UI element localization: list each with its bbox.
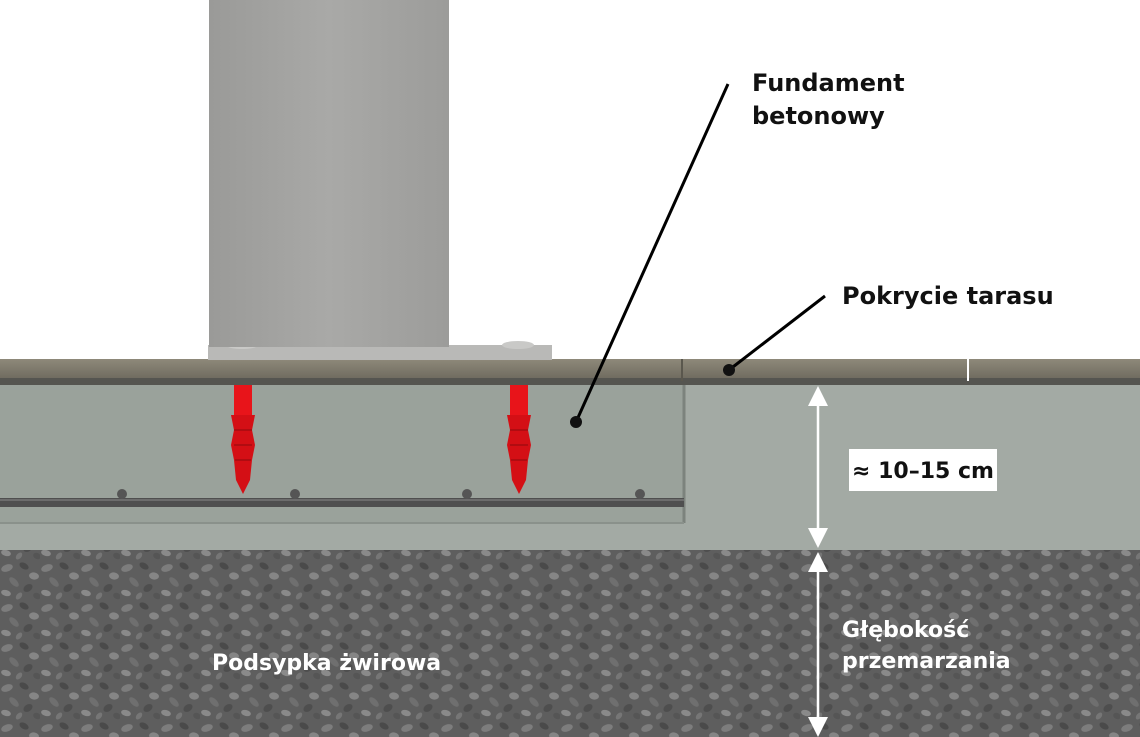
rebar-node	[462, 489, 472, 499]
rebar-node	[635, 489, 645, 499]
gravel-layer	[0, 548, 1140, 737]
terrace-surface	[0, 359, 1140, 381]
terrace-cover-leader-dot	[723, 364, 735, 376]
terrace-cover-leader-line	[728, 294, 826, 372]
dimension-label: ≈ 10–15 cm	[852, 459, 994, 484]
dimension-label-box	[849, 449, 997, 491]
foundation-leader-dot	[570, 416, 582, 428]
post	[209, 0, 449, 347]
frost-depth-label: Głębokość	[842, 618, 969, 643]
post-base-plate	[208, 345, 552, 360]
foundation-label: Fundament	[752, 69, 905, 97]
anchor-right	[507, 385, 531, 494]
foundation-label: betonowy	[752, 102, 885, 130]
rebar-node	[117, 489, 127, 499]
dimension-arrow-frost	[808, 552, 828, 737]
foundation-leader-line	[574, 83, 730, 423]
dimension-arrow-concrete	[808, 386, 828, 548]
rebar-node	[290, 489, 300, 499]
bolt-head	[502, 341, 534, 349]
gravel-label: Podsypka żwirowa	[212, 651, 441, 676]
frost-depth-label: przemarzania	[842, 649, 1011, 674]
anchor-left	[231, 385, 255, 494]
surface-underlayer	[0, 378, 1140, 385]
terrace-cover-label: Pokrycie tarasu	[842, 282, 1054, 310]
reinforcement-bar	[0, 498, 684, 507]
